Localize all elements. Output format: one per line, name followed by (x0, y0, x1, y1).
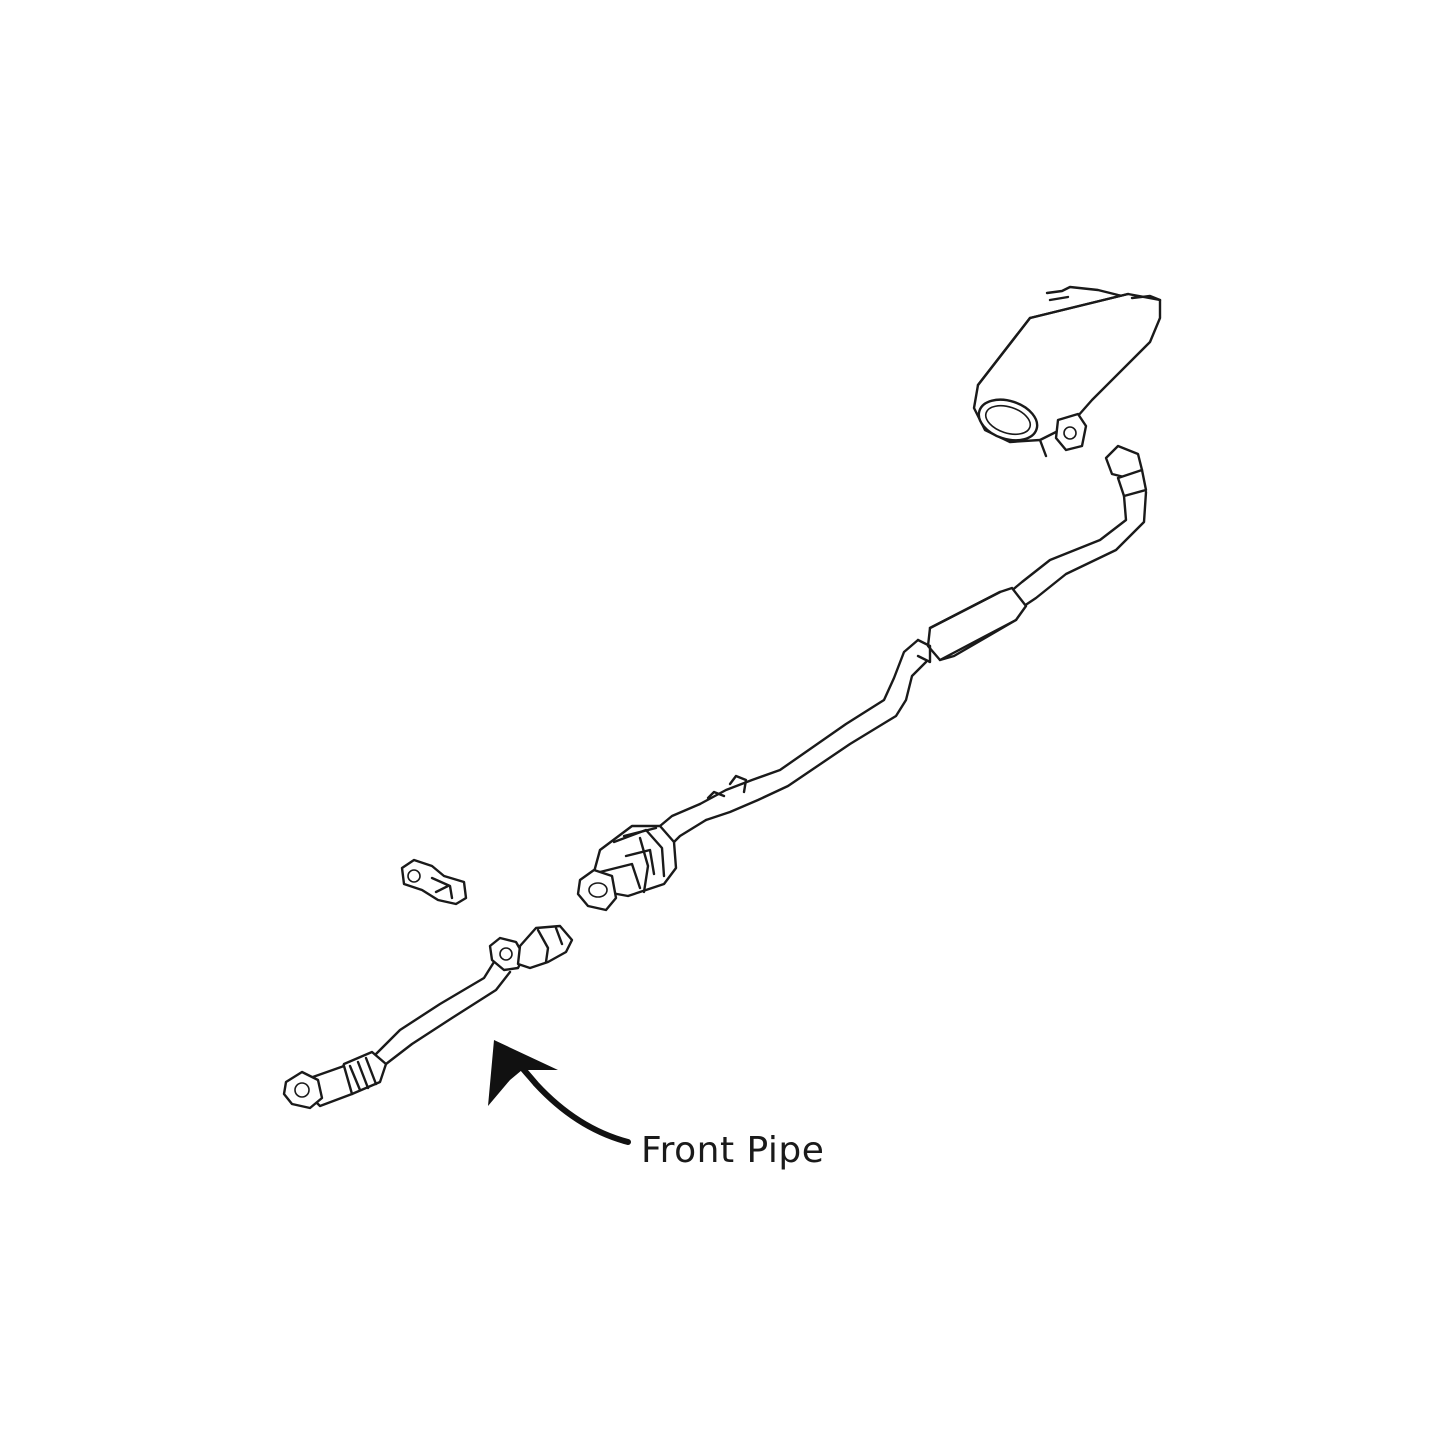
front-pipe (282, 924, 574, 1110)
center-pipe (698, 444, 1148, 822)
gasket (400, 858, 468, 906)
callout-arrow (488, 1040, 631, 1145)
callout-label-front-pipe: Front Pipe (641, 1130, 825, 1171)
catalytic-converter (576, 802, 708, 912)
rear-muffler (972, 285, 1162, 458)
